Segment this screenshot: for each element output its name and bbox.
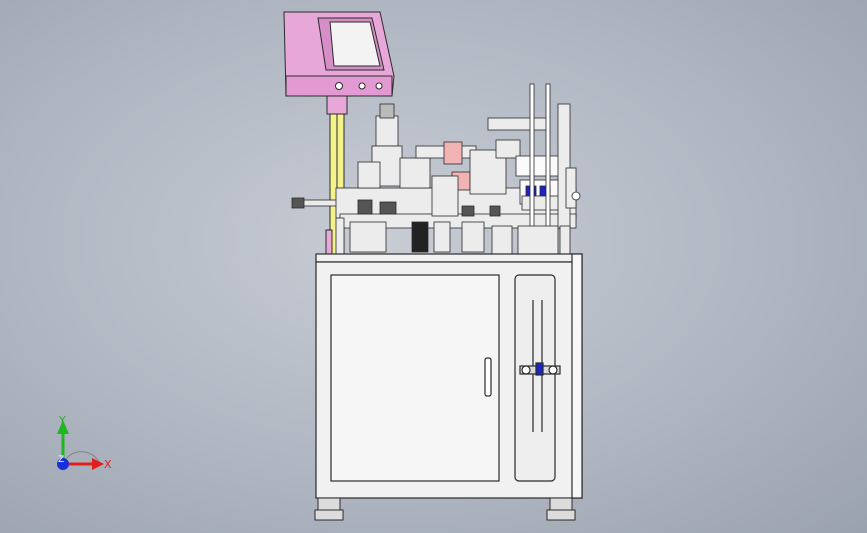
z-axis-label: Z [58, 455, 65, 465]
cabinet-feet [314, 497, 576, 521]
upper-mechanism[interactable] [291, 83, 581, 255]
y-axis-label: Y [59, 414, 66, 427]
x-axis-label: X [104, 458, 112, 471]
pink-hood[interactable] [283, 11, 395, 97]
z-axis-dot [57, 458, 69, 470]
cabinet-door[interactable] [330, 274, 500, 482]
cabinet-window[interactable] [514, 274, 561, 482]
x-axis-arrow [92, 458, 104, 470]
y-axis-arrow [57, 420, 69, 434]
axis-triad [57, 420, 104, 470]
